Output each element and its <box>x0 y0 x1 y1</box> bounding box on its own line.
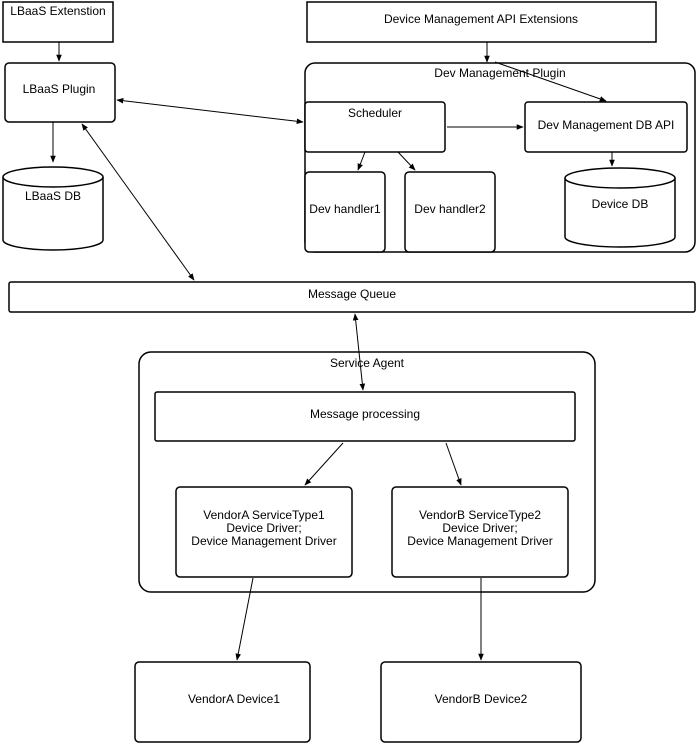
arrow-vendor-a-driver-to-device <box>235 577 254 661</box>
vendor-b-device-box <box>380 661 582 743</box>
vendor-b-driver-label-line3: Device Management Driver <box>407 534 552 548</box>
message-processing-label: Message processing <box>310 407 420 421</box>
dev-management-db-api-box <box>524 101 688 153</box>
arrow-scheduler-to-handler2 <box>397 151 416 171</box>
vendor-a-driver-box <box>175 486 353 578</box>
vendor-b-driver-box <box>391 486 569 578</box>
dev-handler1-box <box>304 171 386 253</box>
service-agent-container <box>138 351 596 593</box>
vendor-b-driver-label-line2: Device Driver; <box>442 521 517 535</box>
dev-handler1-label: Dev handler1 <box>309 202 381 216</box>
arrow-processing-to-vendor-b-driver <box>445 442 462 486</box>
vendor-a-driver-label-line3: Device Management Driver <box>191 534 336 548</box>
lbaas-extension-box <box>2 1 114 43</box>
scheduler-box <box>304 101 446 153</box>
device-db-cylinder <box>564 167 676 248</box>
vendor-a-driver-label-line1: VendorA ServiceType1 <box>203 508 325 522</box>
lbaas-plugin-box <box>4 62 116 123</box>
vendor-a-device-box <box>134 661 311 743</box>
vendor-a-device-label: VendorA Device1 <box>188 692 280 706</box>
lbaas-plugin-label: LBaaS Plugin <box>23 82 96 96</box>
vendor-b-driver-label-line1: VendorB ServiceType2 <box>419 508 541 522</box>
scheduler-label: Scheduler <box>348 106 402 120</box>
device-db-label: Device DB <box>592 197 649 211</box>
message-queue-box <box>8 281 696 313</box>
arrow-message-queue-message-processing <box>352 313 366 391</box>
dev-handler2-box <box>404 171 496 253</box>
arrow-lbaas-plugin-scheduler <box>116 97 304 125</box>
device-management-api-extensions-box <box>306 1 657 43</box>
arrow-scheduler-to-handler1 <box>357 151 366 171</box>
message-processing-box <box>154 391 576 442</box>
vendor-b-device-label: VendorB Device2 <box>435 692 528 706</box>
dev-handler2-label: Dev handler2 <box>414 202 486 216</box>
arrow-lbaas-plugin-message-queue <box>81 123 195 281</box>
vendor-a-driver-label-line2: Device Driver; <box>226 521 301 535</box>
dev-management-plugin-container <box>304 62 696 253</box>
lbaas-db-cylinder <box>2 166 104 251</box>
lbaas-db-label: LBaaS DB <box>25 189 81 203</box>
message-queue-label: Message Queue <box>308 287 396 301</box>
dev-management-db-api-label: Dev Management DB API <box>538 118 675 132</box>
arrow-processing-to-vendor-a-driver <box>304 442 344 486</box>
lbaas-extension-label: LBaaS Extenstion <box>10 4 105 18</box>
service-agent-label: Service Agent <box>330 356 405 370</box>
dev-management-plugin-label: Dev Management Plugin <box>434 66 565 80</box>
device-management-api-extensions-label: Device Management API Extensions <box>384 12 578 26</box>
arrow-api-ext-to-db-api <box>494 61 607 102</box>
